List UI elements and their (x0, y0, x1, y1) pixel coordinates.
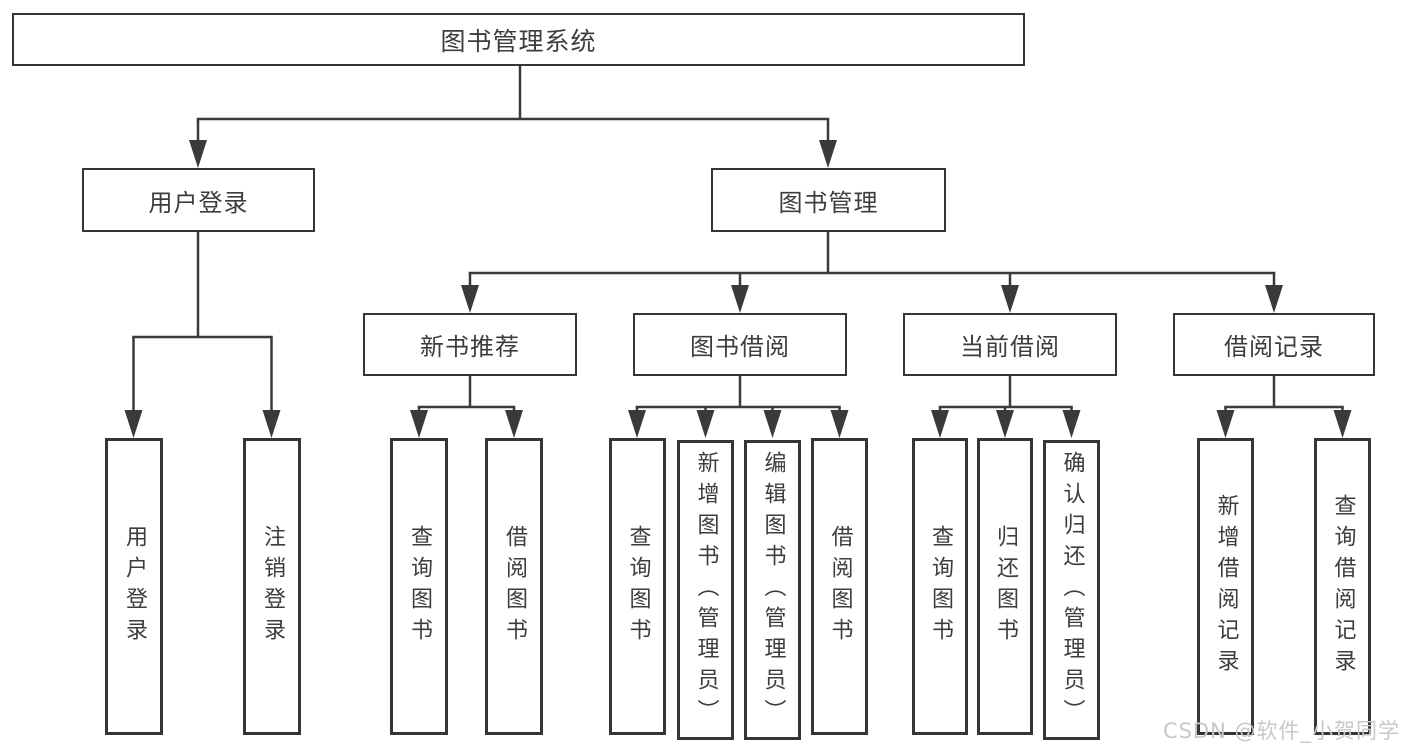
node-current-borrow-label: 当前借阅 (960, 333, 1060, 361)
leaf-confirm-return-admin-label: 确认归还（管理员） (1059, 450, 1085, 730)
leaf-query-books-current-label: 查询图书 (928, 524, 953, 649)
leaf-return-books-label: 归还图书 (993, 524, 1018, 649)
node-root-label: 图书管理系统 (440, 26, 597, 56)
node-current-borrow: 当前借阅 (903, 313, 1117, 376)
leaf-query-books-borrow-label: 查询图书 (625, 524, 651, 649)
leaf-logout-label: 注销登录 (260, 524, 285, 649)
node-new-book-recommend: 新书推荐 (363, 313, 577, 376)
node-borrow-records-label: 借阅记录 (1224, 333, 1324, 361)
node-book-management: 图书管理 (711, 168, 946, 232)
leaf-edit-books-admin: 编辑图书（管理员） (744, 440, 801, 740)
leaf-user-login-label: 用户登录 (122, 524, 147, 649)
node-book-management-label: 图书管理 (778, 188, 879, 217)
node-user-login-label: 用户登录 (148, 188, 249, 217)
node-root: 图书管理系统 (12, 13, 1025, 66)
leaf-add-books-admin: 新增图书（管理员） (677, 440, 734, 740)
leaf-query-books-recommend-label: 查询图书 (407, 524, 432, 649)
leaf-query-books-borrow: 查询图书 (609, 438, 666, 735)
leaf-add-books-admin-label: 新增图书（管理员） (693, 450, 719, 730)
leaf-user-login: 用户登录 (105, 438, 163, 735)
leaf-logout: 注销登录 (243, 438, 301, 735)
node-borrow-records: 借阅记录 (1173, 313, 1375, 376)
leaf-query-books-current: 查询图书 (912, 438, 968, 735)
csdn-watermark: CSDN @软件_小贺同学 (1162, 719, 1400, 743)
leaf-add-borrow-record-label: 新增借阅记录 (1213, 493, 1239, 680)
leaf-edit-books-admin-label: 编辑图书（管理员） (760, 450, 786, 730)
node-book-borrow: 图书借阅 (633, 313, 847, 376)
node-new-book-recommend-label: 新书推荐 (420, 333, 520, 361)
leaf-confirm-return-admin: 确认归还（管理员） (1043, 440, 1100, 740)
node-user-login: 用户登录 (82, 168, 315, 232)
leaf-borrow-books-recommend: 借阅图书 (485, 438, 543, 735)
leaf-borrow-books-label: 借阅图书 (827, 524, 853, 649)
leaf-query-books-recommend: 查询图书 (390, 438, 448, 735)
node-book-borrow-label: 图书借阅 (690, 333, 790, 361)
leaf-borrow-books: 借阅图书 (811, 438, 868, 735)
leaf-query-borrow-record: 查询借阅记录 (1314, 438, 1371, 735)
leaf-borrow-books-recommend-label: 借阅图书 (502, 524, 527, 649)
leaf-query-borrow-record-label: 查询借阅记录 (1330, 493, 1356, 680)
leaf-return-books: 归还图书 (977, 438, 1033, 735)
leaf-add-borrow-record: 新增借阅记录 (1197, 438, 1254, 735)
